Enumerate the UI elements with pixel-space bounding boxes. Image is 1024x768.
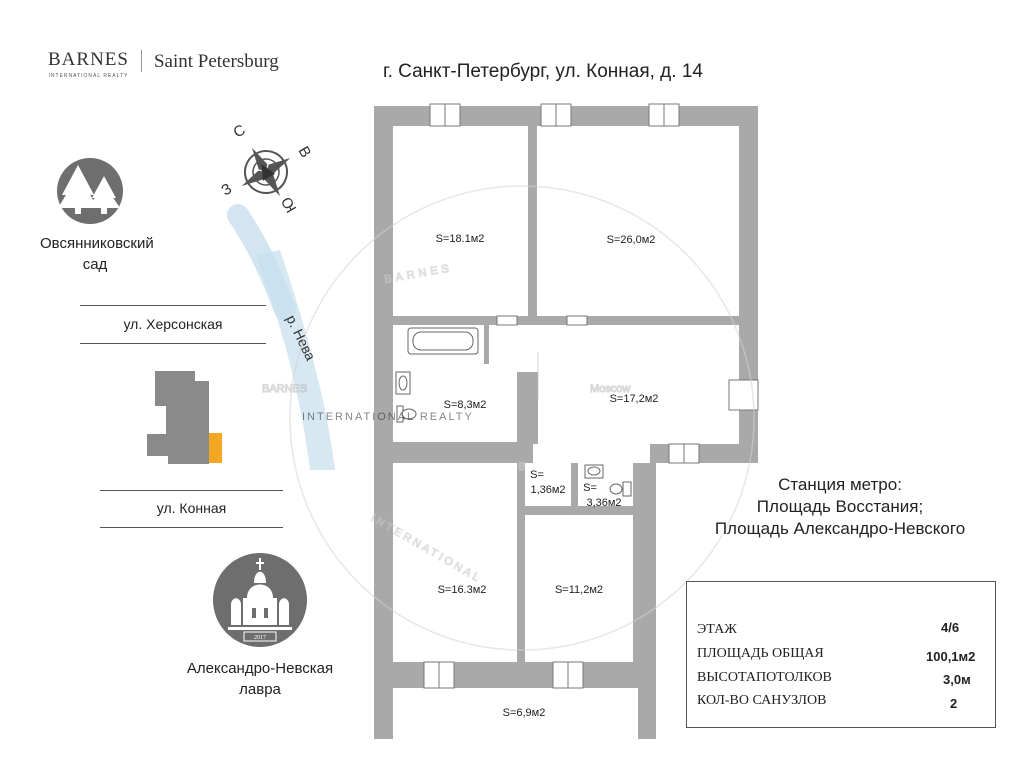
info-value-ceiling: 3,0м [943, 672, 971, 687]
garden-label: Овсянниковский сад [40, 233, 154, 275]
watermark-center-right: Moscow [590, 383, 630, 395]
cathedral-year: 2017 [254, 635, 266, 641]
compass-south: Ю [278, 194, 300, 216]
sink-icon [395, 371, 411, 395]
room-8 [525, 515, 633, 662]
brand-logo: BARNES INTERNATIONAL REALTY Saint Peters… [48, 50, 279, 82]
lavra-label-line1: Александро-Невская [186, 660, 334, 677]
compass-icon [241, 147, 291, 197]
metro-title: Станция метро: [778, 475, 902, 494]
info-value-bathrooms: 2 [950, 696, 958, 711]
tree-icon [57, 158, 123, 224]
room-2 [537, 126, 739, 316]
windows [423, 103, 759, 689]
metro-station-1: Площадь Восстания; [756, 497, 924, 516]
room-label-8: S=11,2м2 [555, 584, 603, 596]
room-9 [393, 688, 638, 739]
room-label-7: S=16.3м2 [438, 584, 487, 596]
street-line [100, 527, 283, 528]
info-label-ceiling: ВЫСОТАПОТОЛКОВ [697, 670, 832, 685]
lavra-label: Александро-Невская лавра [170, 658, 350, 700]
window-lines [438, 104, 685, 688]
info-label-floor: ЭТАЖ [697, 622, 737, 637]
metro-station-2: Площадь Александро-Невского [714, 519, 966, 538]
info-label-area: ПЛОЩАДЬ ОБЩАЯ [697, 646, 824, 661]
room-1 [393, 126, 528, 316]
garden-label-line2: сад [82, 256, 108, 273]
location-map: р. Нева С В Ю З [57, 121, 335, 647]
bathtub-icon [407, 327, 479, 355]
brand-subtitle: INTERNATIONAL REALTY [48, 73, 129, 79]
property-address: г. Санкт-Петербург, ул. Конная, д. 14 [383, 61, 703, 82]
room-label-5-line2: 1,36м2 [530, 484, 565, 496]
watermark-monogram: B [518, 461, 525, 473]
room-label-3: S=8,3м2 [444, 399, 487, 411]
lavra-label-line2: лавра [239, 681, 281, 698]
building-footprint [147, 371, 222, 464]
cathedral-icon: 2017 [213, 553, 307, 647]
garden-label-line1: Овсянниковский [40, 235, 154, 252]
toilet-icon [396, 405, 417, 423]
street-line [80, 305, 266, 306]
brand-wordmark: BARNES INTERNATIONAL REALTY [48, 49, 129, 80]
watermark-center-left: BARNES [262, 383, 307, 395]
watermark-center-sub: INTERNATIONAL REALTY [302, 411, 474, 423]
sink-icon [584, 464, 604, 479]
room-4 [489, 325, 739, 444]
corridor [533, 444, 650, 463]
toilet-icon [609, 481, 632, 497]
metro-info: Станция метро: Площадь Восстания; Площад… [690, 474, 990, 540]
street-line [100, 490, 283, 491]
brand-separator [140, 50, 142, 72]
apartment-highlight [209, 433, 222, 463]
info-value-floor: 4/6 [941, 620, 960, 635]
street-konnaya: ул. Конная [156, 500, 227, 516]
room-5 [525, 463, 571, 506]
room-label-5-line1: S= [530, 469, 544, 481]
river-upper [227, 204, 296, 321]
brand-name: BARNES [48, 49, 129, 70]
street-line [80, 343, 266, 344]
room-7 [393, 463, 517, 662]
room-label-2: S=26,0м2 [607, 234, 656, 246]
room-label-6-line2: 3,36м2 [586, 497, 621, 509]
room-label-1: S=18.1м2 [436, 233, 485, 245]
room-label-6-line1: S= [583, 482, 597, 494]
brand-city: Saint Petersburg [153, 51, 279, 72]
room-label-9: S=6,9м2 [503, 707, 546, 719]
info-value-area: 100,1м2 [926, 649, 976, 664]
room-label-4: S=17,2м2 [610, 393, 659, 405]
street-kherson: ул. Херсонская [123, 316, 223, 332]
property-info-table: ЭТАЖ 4/6 ПЛОЩАДЬ ОБЩАЯ 100,1м2 ВЫСОТАПОТ… [686, 581, 996, 728]
info-label-bathrooms: КОЛ-ВО САНУЗЛОВ [697, 693, 827, 708]
